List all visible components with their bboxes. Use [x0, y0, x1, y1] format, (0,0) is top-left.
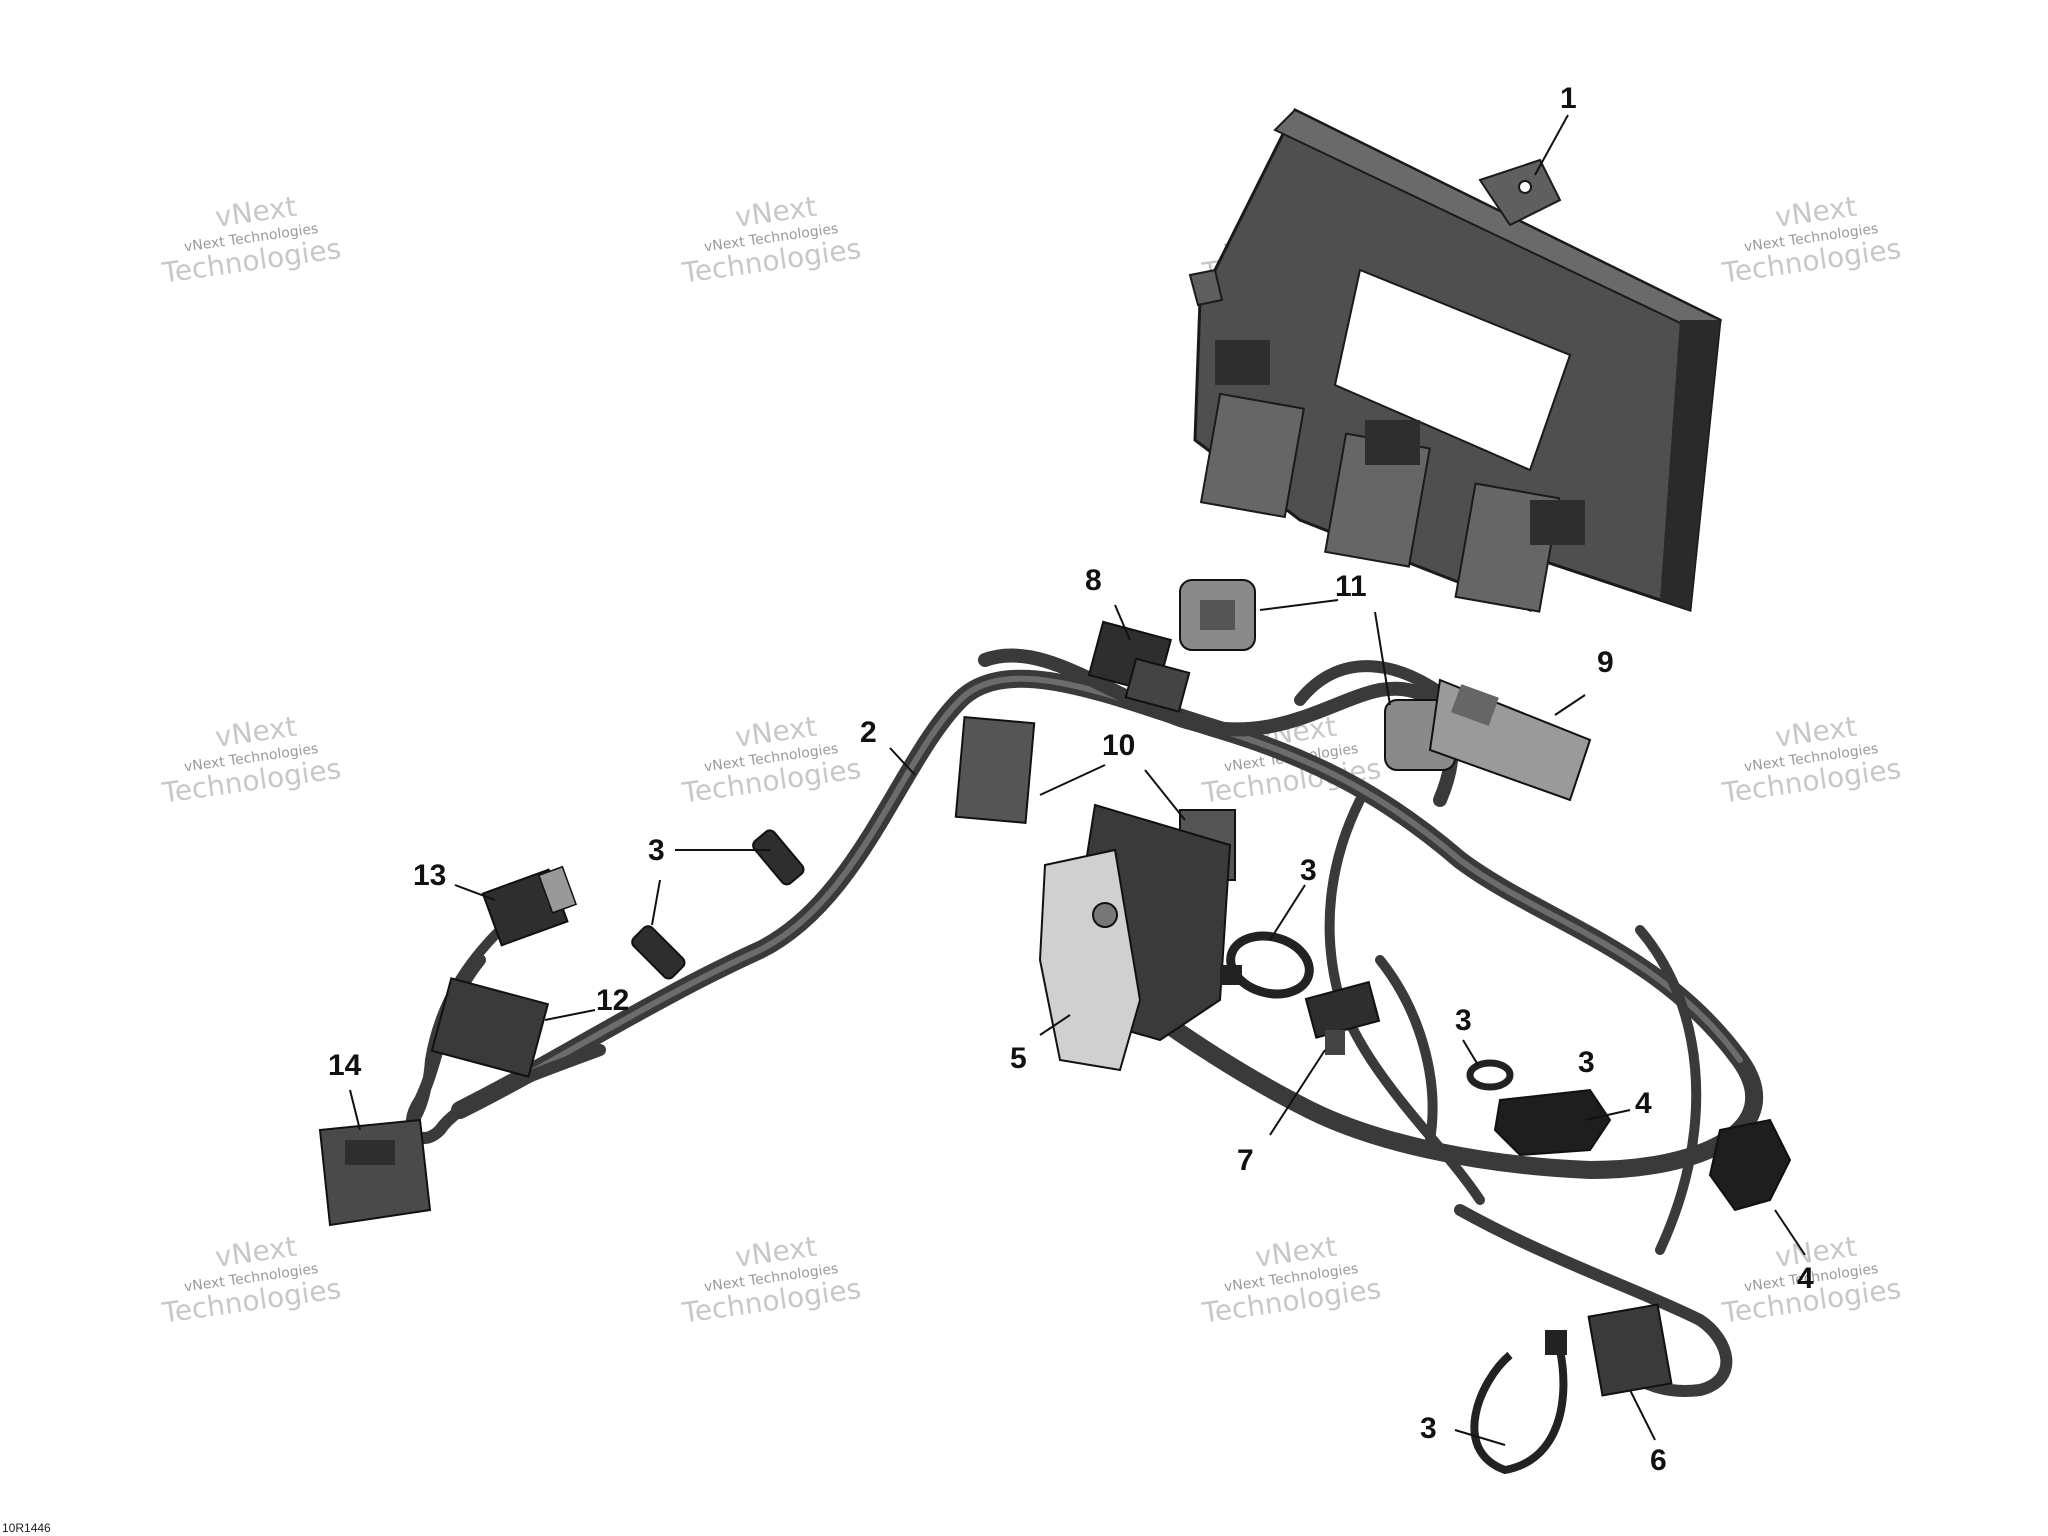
watermark: vNext vNext Technologies Technologies — [1199, 1230, 1383, 1330]
watermark: vNext vNext Technologies Technologies — [679, 710, 863, 810]
callout-11: 11 — [1335, 570, 1367, 603]
callout-10: 10 — [1102, 729, 1135, 762]
leader-lines — [349, 114, 1806, 1446]
callout-7: 7 — [1237, 1144, 1254, 1177]
cable-tie — [1220, 931, 1314, 999]
watermark: vNext vNext Technologies Technologies — [679, 1230, 863, 1330]
callout-12: 12 — [596, 984, 629, 1017]
callout-2: 2 — [860, 716, 877, 749]
cable-tie — [1470, 1330, 1568, 1475]
connector-14 — [318, 1118, 432, 1227]
cable-tie — [1466, 1059, 1514, 1091]
callout-3: 3 — [1455, 1004, 1472, 1037]
callout-9: 9 — [1597, 646, 1614, 679]
bolt — [752, 829, 805, 886]
harness-clip — [1708, 1118, 1792, 1212]
callout-8: 8 — [1085, 564, 1102, 597]
watermark: vNext vNext Technologies Technologies — [679, 190, 863, 290]
drawing-code: 10R1446 — [2, 1521, 51, 1535]
connector-12 — [430, 977, 550, 1078]
callout-6: 6 — [1650, 1444, 1667, 1477]
sensor-7 — [1304, 980, 1381, 1055]
callout-3: 3 — [1420, 1412, 1437, 1445]
callout-3: 3 — [1578, 1046, 1595, 1079]
wiring-harness — [355, 648, 1763, 1397]
watermark: vNext vNext Technologies Technologies — [159, 710, 343, 810]
callout-1: 1 — [1560, 82, 1577, 115]
callout-13: 13 — [413, 859, 446, 892]
callout-4: 4 — [1797, 1262, 1814, 1295]
watermark: vNext vNext Technologies Technologies — [159, 1230, 343, 1330]
sensor-5 — [1038, 803, 1232, 1072]
watermark: vNext vNext Technologies Technologies — [1719, 710, 1903, 810]
callout-3: 3 — [648, 834, 665, 867]
connector-9 — [1428, 678, 1592, 802]
callout-14: 14 — [328, 1049, 362, 1082]
ecm-module — [1188, 107, 1723, 613]
watermark: vNext vNext Technologies Technologies — [1719, 190, 1903, 290]
connector-6 — [1587, 1303, 1673, 1397]
harness-clip — [1493, 1088, 1612, 1157]
callout-5: 5 — [1010, 1042, 1027, 1075]
callouts: 1 2 3 3 3 3 3 4 4 5 6 7 8 9 10 11 12 13 … — [328, 82, 1814, 1477]
watermark: vNext vNext Technologies Technologies — [159, 190, 343, 290]
callout-4: 4 — [1635, 1087, 1652, 1120]
callout-3: 3 — [1300, 854, 1317, 887]
bolt — [631, 925, 686, 980]
connector-13 — [481, 865, 578, 947]
watermark: vNext vNext Technologies Technologies — [1719, 1230, 1903, 1330]
connector-8 — [1087, 620, 1191, 713]
